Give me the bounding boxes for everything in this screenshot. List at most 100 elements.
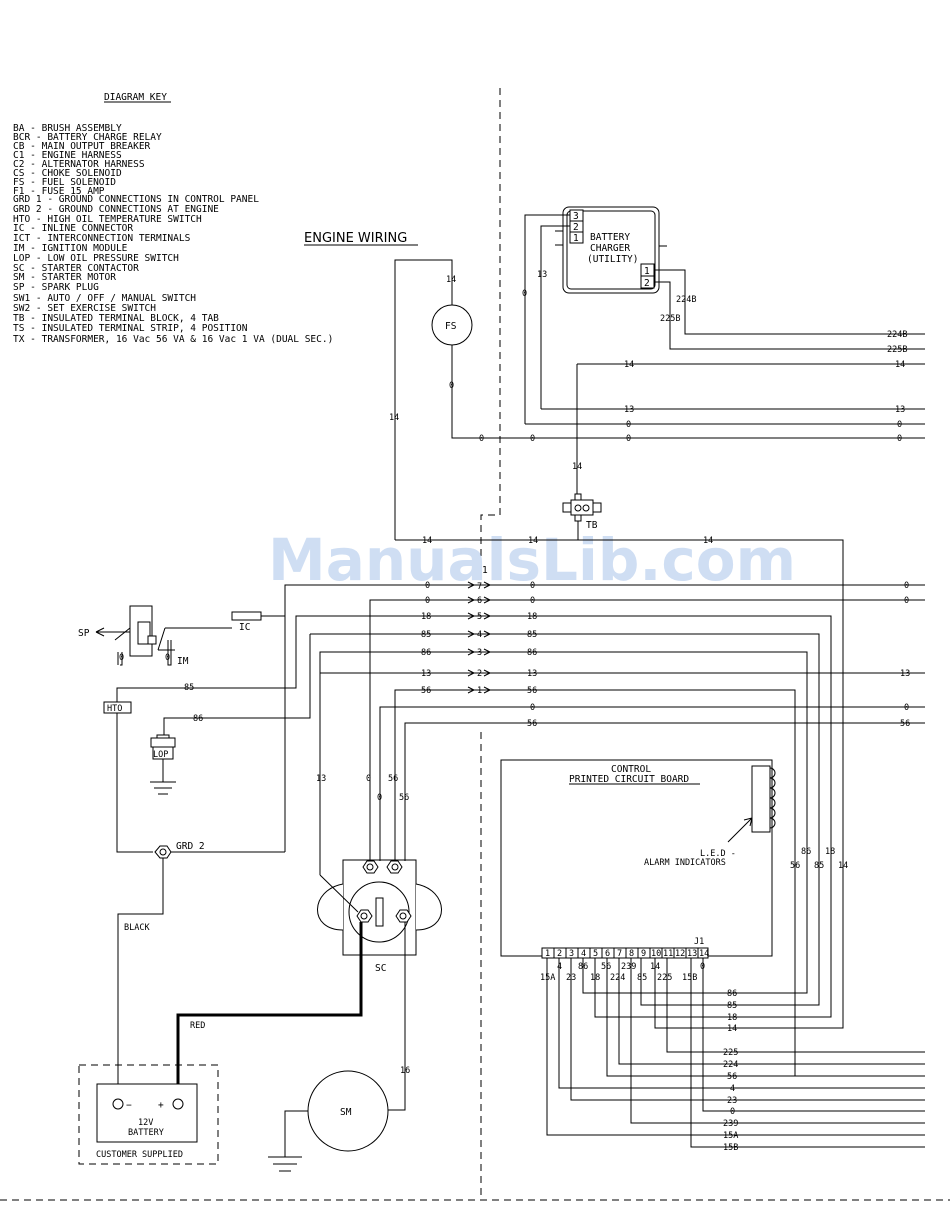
wire-label-86: 86 bbox=[527, 648, 537, 658]
connector-pin: 6 bbox=[477, 596, 482, 606]
connector-pin: 2 bbox=[477, 669, 482, 679]
section-title: ENGINE WIRING bbox=[304, 231, 407, 246]
starter-contactor-label: SC bbox=[375, 963, 386, 974]
wire-label-0: 0 bbox=[530, 703, 535, 713]
wire-label-14: 14 bbox=[838, 861, 848, 871]
key-item: SW1 - AUTO / OFF / MANUAL SWITCH bbox=[13, 293, 196, 304]
wire-label-0: 0 bbox=[530, 596, 535, 606]
wire-label-0: 0 bbox=[366, 774, 371, 784]
wire-label-0: 0 bbox=[626, 420, 631, 430]
wire-label-224B: 224B bbox=[676, 295, 696, 305]
charger-pin-3: 3 bbox=[573, 211, 579, 222]
spark-plug-label: SP bbox=[78, 628, 90, 639]
wire-label-0: 0 bbox=[479, 434, 484, 444]
wire-label-85: 85 bbox=[184, 683, 194, 693]
diagram-key-title: DIAGRAM KEY bbox=[104, 92, 167, 103]
j1-pin: 9 bbox=[641, 949, 646, 959]
key-item: C1 - ENGINE HARNESS bbox=[13, 150, 122, 161]
wire-label-0: 0 bbox=[897, 420, 902, 430]
key-item: ICT - INTERCONNECTION TERMINALS bbox=[13, 233, 191, 244]
connector-pin: 1 bbox=[477, 686, 482, 696]
key-item: LOP - LOW OIL PRESSURE SWITCH bbox=[13, 253, 179, 264]
wire-label-0: 0 bbox=[897, 434, 902, 444]
wire-label-86: 86 bbox=[727, 989, 737, 999]
key-item: GRD 1 - GROUND CONNECTIONS IN CONTROL PA… bbox=[13, 194, 259, 205]
ignition-module: 0 0 IM bbox=[114, 605, 189, 667]
connector-label: 1 bbox=[482, 565, 488, 576]
wire-label-225B: 225B bbox=[660, 314, 680, 324]
wire-label-14: 14 bbox=[572, 462, 582, 472]
ground-grd2: GRD 2 bbox=[154, 841, 285, 859]
j1-wire: 18 bbox=[590, 973, 600, 983]
charger-label-1: BATTERY bbox=[590, 232, 630, 243]
wire-label-239: 239 bbox=[723, 1119, 738, 1129]
led-label-2: ALARM INDICATORS bbox=[644, 858, 726, 868]
j1-pin: 14 bbox=[699, 949, 709, 959]
wire-label-85: 85 bbox=[421, 630, 431, 640]
ignition-module-label: IM bbox=[177, 656, 189, 667]
wire-label-0: 0 bbox=[425, 596, 430, 606]
j1-wire: 85 bbox=[637, 973, 647, 983]
connector-pin: 5 bbox=[477, 612, 482, 622]
j1-pin: 1 bbox=[545, 949, 550, 959]
wire-label-56: 56 bbox=[727, 1072, 737, 1082]
key-item: C2 - ALTERNATOR HARNESS bbox=[13, 159, 145, 170]
wire-label-13: 13 bbox=[537, 270, 547, 280]
j1-wire: 15B bbox=[682, 973, 697, 983]
key-item: IM - IGNITION MODULE bbox=[13, 243, 128, 254]
battery-label: BATTERY bbox=[128, 1128, 164, 1138]
wire-label-224: 224 bbox=[723, 1060, 738, 1070]
control-board: CONTROL PRINTED CIRCUIT BOARD L.E.D - AL… bbox=[500, 759, 776, 959]
wire-label-224B: 224B bbox=[887, 330, 907, 340]
j1-pin: 13 bbox=[687, 949, 697, 959]
wire-label-14: 14 bbox=[727, 1024, 737, 1034]
charger-label-2: CHARGER bbox=[590, 243, 630, 254]
wire-label-18: 18 bbox=[727, 1013, 737, 1023]
wire-label-0: 0 bbox=[626, 434, 631, 444]
starter-motor: SM bbox=[268, 1070, 389, 1172]
wire-label-15B: 15B bbox=[723, 1143, 738, 1153]
wire-label-86: 86 bbox=[801, 847, 811, 857]
connector-pin: 4 bbox=[477, 630, 482, 640]
charger-pin-right-1: 1 bbox=[644, 266, 650, 277]
starter-contactor: SC bbox=[317, 859, 442, 974]
wire-label-225B: 225B bbox=[887, 345, 907, 355]
led-label-1: L.E.D - bbox=[700, 849, 736, 859]
wire-label-14: 14 bbox=[528, 536, 538, 546]
wire-label-56: 56 bbox=[527, 719, 537, 729]
key-item: CS - CHOKE SOLENOID bbox=[13, 168, 122, 179]
wire-label-56: 56 bbox=[388, 774, 398, 784]
j1-label: J1 bbox=[694, 937, 704, 947]
wire-label-13: 13 bbox=[900, 669, 910, 679]
key-item: SP - SPARK PLUG bbox=[13, 282, 99, 293]
wire-label-56: 56 bbox=[421, 686, 431, 696]
wire-label-18: 18 bbox=[421, 612, 431, 622]
j1-pin: 3 bbox=[569, 949, 574, 959]
wire-label-14: 14 bbox=[389, 413, 399, 423]
key-item: CB - MAIN OUTPUT BREAKER bbox=[13, 141, 151, 152]
customer-supplied-box bbox=[78, 1064, 219, 1165]
charger-pin-1: 1 bbox=[573, 233, 579, 244]
key-item: TS - INSULATED TERMINAL STRIP, 4 POSITIO… bbox=[13, 323, 248, 334]
j1-pin: 4 bbox=[581, 949, 586, 959]
lop-switch: LOP bbox=[150, 734, 176, 795]
charger-pin-2: 2 bbox=[573, 222, 579, 233]
led-indicators bbox=[727, 765, 776, 843]
wire-label-0: 0 bbox=[522, 289, 527, 299]
terminal-block-label: TB bbox=[586, 520, 598, 531]
j1-pin: 12 bbox=[675, 949, 685, 959]
battery: − + 12V BATTERY bbox=[96, 1083, 198, 1143]
fuel-solenoid-label: FS bbox=[445, 321, 457, 332]
j1-wire: 14 bbox=[650, 962, 660, 972]
j1-wire: 86 bbox=[578, 962, 588, 972]
wire-label-14: 14 bbox=[624, 360, 634, 370]
j1-wire: 56 bbox=[601, 962, 611, 972]
wire-label-13: 13 bbox=[316, 774, 326, 784]
battery-minus: − bbox=[126, 1100, 132, 1111]
key-item: TX - TRANSFORMER, 16 Vac 56 VA & 16 Vac … bbox=[13, 334, 333, 345]
key-item: IC - INLINE CONNECTOR bbox=[13, 223, 133, 234]
upper-separator-line bbox=[480, 88, 501, 560]
j1-wire: 225 bbox=[657, 973, 672, 983]
connector-pin: 7 bbox=[477, 582, 482, 592]
